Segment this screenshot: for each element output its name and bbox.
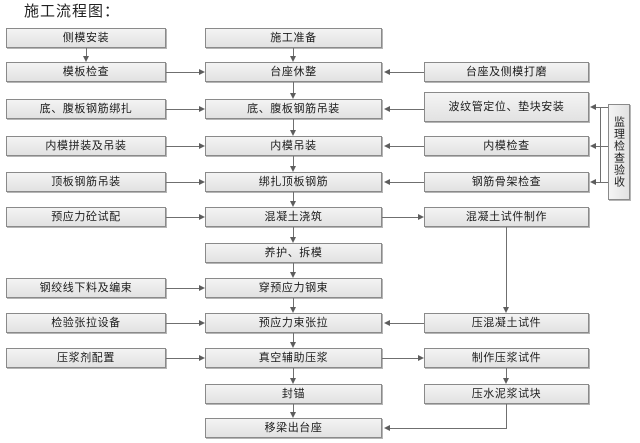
connector-line [390, 323, 424, 324]
connector-line [86, 48, 87, 56]
arrow-down-icon [289, 201, 296, 207]
arrow-right-icon [199, 68, 205, 75]
connector-line [293, 263, 294, 272]
flow-box-rebar-cage-check[interactable]: 钢筋骨架检查 [424, 172, 589, 192]
arrow-right-icon [199, 105, 205, 112]
arrow-left-icon [384, 178, 390, 185]
connector-line [382, 358, 418, 359]
flow-box-make-grout-specimen[interactable]: 制作压浆试件 [424, 348, 589, 368]
arrow-down-icon [289, 342, 296, 348]
connector-line [390, 109, 424, 110]
flow-box-inner-form-assemble[interactable]: 内模拼装及吊装 [6, 136, 166, 156]
connector-line [166, 358, 199, 359]
arrow-down-icon [289, 166, 296, 172]
flow-box-tie-top-rebar[interactable]: 绑扎顶板钢筋 [205, 172, 382, 192]
flow-box-press-cement-grout-block[interactable]: 压水泥浆试块 [424, 384, 589, 404]
connector-line [293, 48, 294, 56]
flow-box-inner-form-check[interactable]: 内模检查 [424, 136, 589, 156]
flow-box-cure-strip-form[interactable]: 养护、拆模 [205, 243, 382, 263]
connector-line [166, 182, 199, 183]
arrow-down-icon [289, 272, 296, 278]
flow-box-bottom-web-rebar-hoist[interactable]: 底、腹板钢筋吊装 [205, 99, 382, 119]
flow-box-top-rebar-hoist[interactable]: 顶板钢筋吊装 [6, 172, 166, 192]
connector-line [390, 146, 424, 147]
arrow-left-icon [590, 142, 596, 149]
arrow-left-icon [384, 105, 390, 112]
flow-box-construction-prep[interactable]: 施工准备 [205, 28, 382, 48]
connector-line [166, 72, 199, 73]
flow-box-bottom-web-rebar-tie[interactable]: 底、腹板钢筋绑扎 [6, 99, 166, 119]
flow-box-pedestal-side-form-grind[interactable]: 台座及侧模打磨 [424, 62, 589, 82]
flow-box-move-beam-off-pedestal[interactable]: 移梁出台座 [205, 418, 382, 438]
connector-line [166, 146, 199, 147]
connector-line [293, 156, 294, 166]
connector-line [506, 368, 507, 378]
connector-line [293, 333, 294, 342]
flow-box-inner-form-hoist[interactable]: 内模吊装 [205, 136, 382, 156]
connector-line [293, 82, 294, 93]
arrow-down-icon [289, 56, 296, 62]
arrow-right-icon [199, 284, 205, 291]
connector-line [382, 217, 418, 218]
connector-line [390, 428, 507, 429]
connector-line [166, 288, 199, 289]
arrow-left-icon [590, 103, 596, 110]
arrow-down-icon [82, 56, 89, 62]
arrow-right-icon [199, 178, 205, 185]
arrow-down-icon [289, 130, 296, 136]
flow-box-vacuum-assist-grout[interactable]: 真空辅助压浆 [205, 348, 382, 368]
arrow-down-icon [502, 378, 509, 384]
arrow-left-icon [590, 178, 596, 185]
connector-line [166, 109, 199, 110]
flow-box-anchor-sealing[interactable]: 封锚 [205, 384, 382, 404]
connector-line [600, 107, 601, 182]
page-title: 施工流程图： [24, 2, 121, 20]
flow-box-concrete-pour[interactable]: 混凝土浇筑 [205, 207, 382, 227]
arrow-right-icon [199, 142, 205, 149]
connector-line [596, 146, 608, 147]
connector-line [166, 217, 199, 218]
flow-box-check-jacking-equip[interactable]: 检验张拉设备 [6, 313, 166, 333]
flow-box-duct-position-block[interactable]: 波纹管定位、垫块安装 [424, 92, 589, 122]
connector-line [166, 323, 199, 324]
connector-line [293, 298, 294, 307]
connector-line [293, 119, 294, 130]
arrow-down-icon [289, 412, 296, 418]
arrow-left-icon [384, 424, 390, 431]
flow-box-concrete-specimen-make[interactable]: 混凝土试件制作 [424, 207, 589, 227]
flow-box-strand-cut-bundle[interactable]: 钢绞线下料及编束 [6, 278, 166, 298]
connector-line [506, 227, 507, 307]
connector-line [506, 404, 507, 428]
connector-line [293, 227, 294, 237]
arrow-right-icon [199, 319, 205, 326]
arrow-down-icon [289, 93, 296, 99]
connector-line [596, 182, 608, 183]
connector-line [390, 72, 424, 73]
flow-box-formwork-inspection[interactable]: 模板检查 [6, 62, 166, 82]
connector-line [293, 404, 294, 412]
arrow-right-icon [199, 354, 205, 361]
arrow-down-icon [502, 307, 509, 313]
arrow-left-icon [384, 142, 390, 149]
arrow-right-icon [199, 213, 205, 220]
flow-box-side-form-install[interactable]: 侧模安装 [6, 28, 166, 48]
arrow-right-icon [418, 213, 424, 220]
arrow-left-icon [384, 68, 390, 75]
connector-line [293, 368, 294, 378]
connector-line [596, 107, 608, 108]
arrow-down-icon [289, 307, 296, 313]
flow-box-press-concrete-specimen[interactable]: 压混凝土试件 [424, 313, 589, 333]
flow-box-pedestal-trim[interactable]: 台座休整 [205, 62, 382, 82]
flow-box-supervision-acceptance[interactable]: 监理检查验收 [608, 104, 630, 200]
arrow-down-icon [289, 237, 296, 243]
arrow-right-icon [418, 354, 424, 361]
arrow-down-icon [289, 378, 296, 384]
connector-line [390, 182, 424, 183]
arrow-left-icon [384, 319, 390, 326]
flow-box-prestress-mix-design[interactable]: 预应力砼试配 [6, 207, 166, 227]
flow-box-thread-prestress-strand[interactable]: 穿预应力钢束 [205, 278, 382, 298]
connector-line [293, 192, 294, 201]
flow-box-tendon-jacking[interactable]: 预应力束张拉 [205, 313, 382, 333]
flow-box-grout-agent-mix[interactable]: 压浆剂配置 [6, 348, 166, 368]
